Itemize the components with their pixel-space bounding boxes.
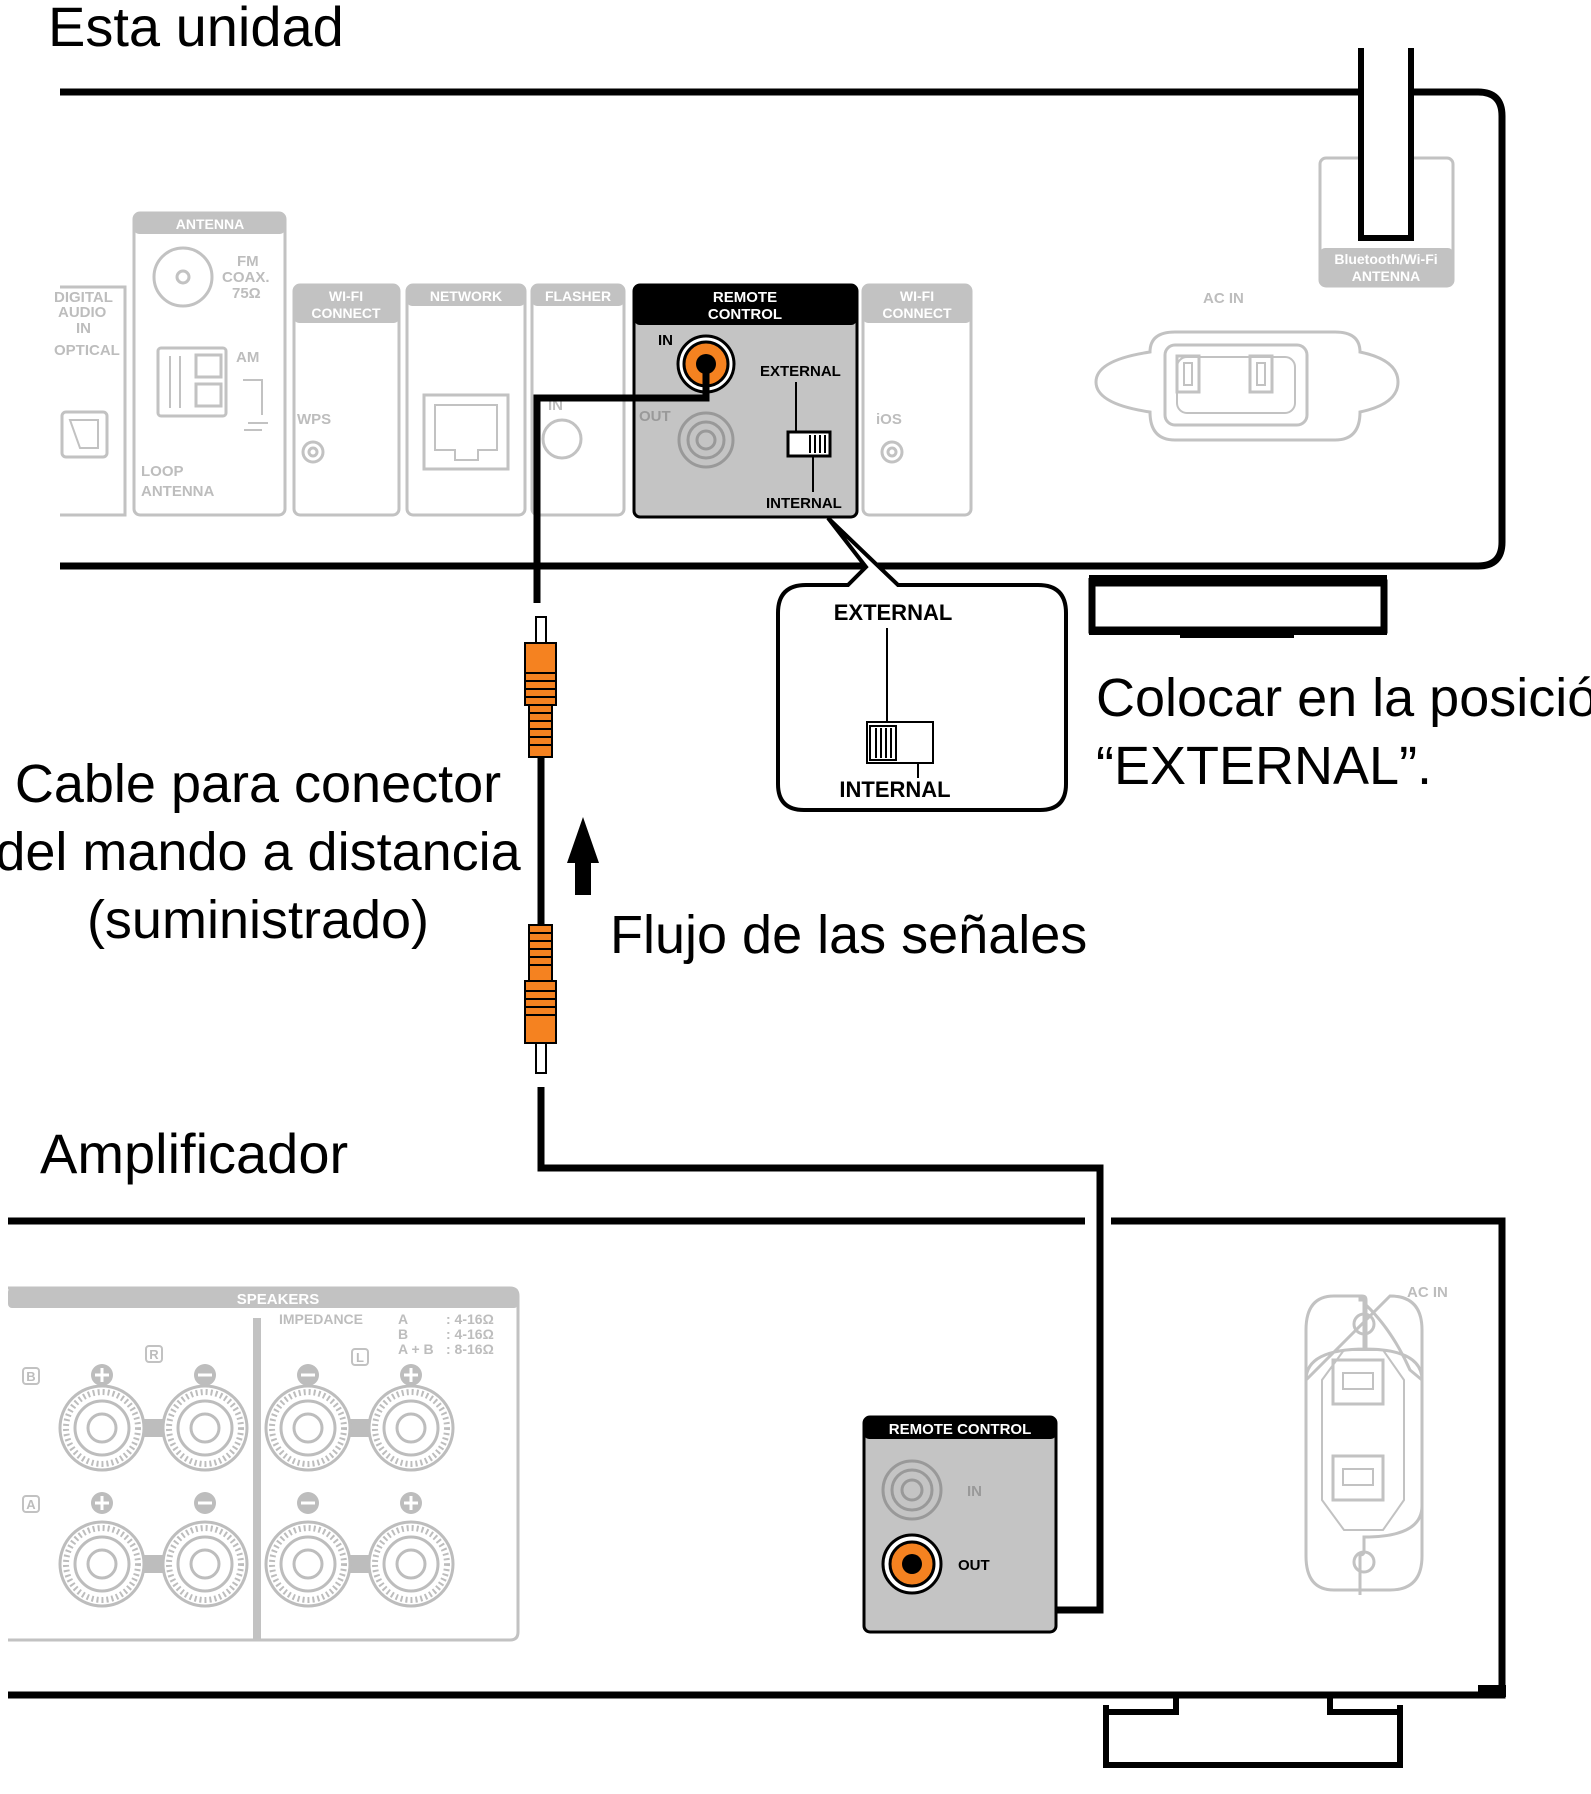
callout-internal-label: INTERNAL: [839, 777, 950, 802]
wifi-connect-left-label-1: WI-FI: [329, 288, 363, 304]
amp-rc-title: REMOTE CONTROL: [889, 1421, 1032, 1438]
unit-panel-headers: [134, 213, 1453, 323]
speaker-terminal: [161, 1384, 249, 1472]
amp-foot: [1103, 1696, 1403, 1768]
digital-audio-label-1: DIGITAL: [54, 289, 113, 306]
minus-icon: [194, 1364, 216, 1386]
speaker-terminal: [264, 1384, 352, 1472]
wps-label: WPS: [297, 411, 331, 428]
amp-rc-out-label: OUT: [958, 1557, 990, 1574]
plus-icon: [400, 1492, 422, 1514]
speaker-terminal: [367, 1384, 455, 1472]
bt-antenna-label-1: Bluetooth/Wi-Fi: [1334, 251, 1437, 267]
digital-audio-label-3: IN: [76, 320, 91, 337]
unit-rc-title-1: REMOTE: [713, 289, 777, 306]
plus-icon: [91, 1364, 113, 1386]
plus-icon: [91, 1492, 113, 1514]
plus-icon: [400, 1364, 422, 1386]
switch-callout: EXTERNAL INTERNAL: [776, 516, 1068, 812]
amp-rc-in-label: IN: [967, 1483, 982, 1500]
speaker-terminal: [58, 1384, 146, 1472]
impedance-b-value: : 4-16Ω: [446, 1326, 494, 1342]
loop-label: LOOP: [141, 463, 184, 480]
signal-flow-caption: Flujo de las señales: [610, 905, 1087, 965]
set-position-caption-2: “EXTERNAL”.: [1096, 736, 1432, 796]
unit-rc-external-label: EXTERNAL: [760, 363, 841, 380]
channel-l-label: L: [356, 1350, 364, 1365]
digital-audio-label-4: OPTICAL: [54, 342, 120, 359]
unit-rc-in-label: IN: [658, 332, 673, 349]
amp-speakers-panel: SPEAKERS IMPEDANCE A : 4-16Ω B : 4-16Ω A…: [8, 1286, 520, 1642]
speakers-label: SPEAKERS: [237, 1291, 320, 1308]
wifi-connect-left-label-2: CONNECT: [311, 305, 381, 321]
set-position-caption: Colocar en la posición “EXTERNAL”.: [1096, 668, 1591, 796]
ohm-label: 75Ω: [232, 285, 261, 302]
amp-corner: [1478, 1685, 1506, 1697]
cable-caption: Cable para conector del mando a distanci…: [0, 754, 522, 950]
unit-rc-internal-label: INTERNAL: [766, 495, 842, 512]
antenna-label: ANTENNA: [176, 216, 244, 232]
impedance-ab-label: A + B: [398, 1341, 434, 1357]
callout-external-label: EXTERNAL: [834, 600, 953, 625]
cable-caption-1: Cable para conector: [15, 754, 501, 814]
impedance-ab-value: : 8-16Ω: [446, 1341, 494, 1357]
impedance-label: IMPEDANCE: [279, 1311, 363, 1327]
amp-remote-control-panel: REMOTE CONTROL IN OUT: [862, 1415, 1058, 1634]
speaker-terminal: [58, 1520, 146, 1608]
rca-plug-top: [524, 616, 557, 758]
minus-icon: [297, 1492, 319, 1514]
minus-icon: [297, 1364, 319, 1386]
set-position-caption-1: Colocar en la posición: [1096, 668, 1591, 728]
rca-plug-bottom: [524, 924, 557, 1074]
unit-rc-title-2: CONTROL: [708, 306, 782, 323]
speaker-terminal: [264, 1520, 352, 1608]
row-b-label: B: [26, 1369, 35, 1384]
digital-audio-label-2: AUDIO: [58, 304, 107, 321]
loop-antenna-label: ANTENNA: [141, 483, 214, 500]
flasher-label: FLASHER: [545, 288, 611, 304]
speaker-terminal: [161, 1520, 249, 1608]
channel-r-label: R: [149, 1347, 159, 1362]
wifi-connect-right-label-1: WI-FI: [900, 288, 934, 304]
unit-rc-out-label: OUT: [639, 408, 671, 425]
minus-icon: [194, 1492, 216, 1514]
unit-title: Esta unidad: [48, 0, 344, 58]
row-a-label: A: [26, 1497, 36, 1512]
network-label: NETWORK: [430, 288, 502, 304]
amp-ac-in: [1304, 1294, 1424, 1595]
amplifier-title: Amplificador: [40, 1122, 348, 1185]
bt-antenna: [1358, 48, 1414, 241]
speaker-terminal: [367, 1520, 455, 1608]
cable-caption-3: (suministrado): [87, 890, 429, 950]
coax-label: COAX.: [222, 269, 270, 286]
bt-antenna-label-2: ANTENNA: [1352, 268, 1420, 284]
fm-label: FM: [237, 253, 259, 270]
impedance-b-label: B: [398, 1326, 408, 1342]
impedance-a-value: : 4-16Ω: [446, 1311, 494, 1327]
wifi-connect-right-label-2: CONNECT: [882, 305, 952, 321]
ac-in-label: AC IN: [1203, 290, 1244, 307]
amp-chassis: [8, 1217, 1506, 1699]
unit-foot-bottom: [1180, 630, 1294, 638]
ios-label: iOS: [876, 411, 902, 428]
am-label: AM: [236, 349, 259, 366]
signal-flow-arrow: [567, 817, 599, 895]
amp-ac-in-label: AC IN: [1407, 1284, 1448, 1301]
cable-caption-2: del mando a distancia: [0, 822, 522, 882]
impedance-a-label: A: [398, 1311, 408, 1327]
unit-remote-control-panel: REMOTE CONTROL IN OUT EXTERNAL INTERNAL: [632, 283, 859, 519]
